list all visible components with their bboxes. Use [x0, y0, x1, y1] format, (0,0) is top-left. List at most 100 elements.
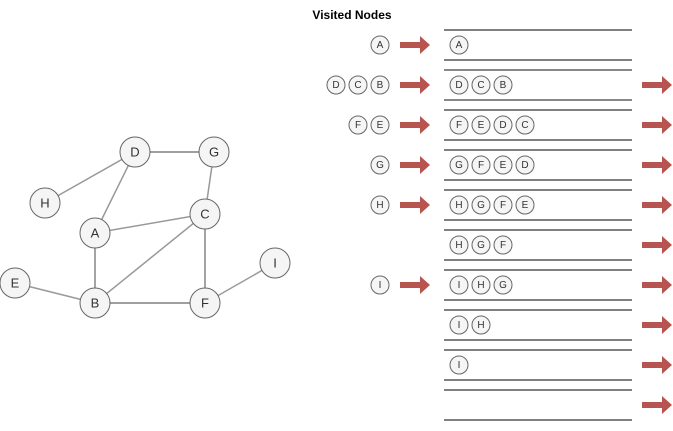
mini-node-label: E — [522, 200, 529, 211]
mini-node-label: H — [455, 240, 462, 251]
mini-node-circle — [471, 115, 491, 135]
mini-node-circle — [493, 155, 513, 175]
edge-A-C — [94, 213, 206, 234]
stack-node-E: E — [493, 155, 513, 175]
visit-arrow-icon — [400, 36, 430, 54]
mini-node-circle — [471, 195, 491, 215]
node-circle — [198, 136, 230, 168]
stack-node-C: C — [515, 115, 535, 135]
mini-node-label: A — [377, 40, 384, 51]
mini-node-label: F — [478, 160, 484, 171]
node-label: F — [201, 296, 209, 311]
graph-node-G: G — [198, 136, 230, 168]
output-arrow-icon — [642, 396, 672, 414]
node-label: E — [11, 276, 20, 291]
mini-node-circle — [370, 35, 390, 55]
graph-node-D: D — [119, 136, 151, 168]
stack-node-G: G — [493, 275, 513, 295]
mini-node-label: H — [477, 280, 484, 291]
mini-node-circle — [449, 355, 469, 375]
stack-node-I: I — [449, 355, 469, 375]
visited-node-B: B — [370, 75, 390, 95]
output-arrow-icon — [642, 156, 672, 174]
mini-node-label: H — [376, 200, 383, 211]
step-row-8: I — [444, 349, 672, 381]
mini-node-circle — [348, 75, 368, 95]
mini-node-label: B — [377, 80, 384, 91]
mini-node-circle — [515, 155, 535, 175]
visit-arrow-icon — [400, 196, 430, 214]
visited-node-G: G — [370, 155, 390, 175]
mini-node-label: C — [477, 80, 484, 91]
mini-node-circle — [370, 115, 390, 135]
mini-node-circle — [326, 75, 346, 95]
mini-node-circle — [449, 115, 469, 135]
mini-node-circle — [471, 75, 491, 95]
visited-node-E: E — [370, 115, 390, 135]
stack-node-H: H — [471, 315, 491, 335]
node-circle — [29, 187, 61, 219]
mini-node-circle — [348, 115, 368, 135]
node-circle — [79, 287, 111, 319]
stack-node-F: F — [471, 155, 491, 175]
mini-node-circle — [515, 195, 535, 215]
stack-node-D: D — [493, 115, 513, 135]
visited-node-D: D — [326, 75, 346, 95]
mini-node-circle — [449, 75, 469, 95]
stack-node-I: I — [449, 275, 469, 295]
node-circle — [79, 217, 111, 249]
stack-node-A: A — [449, 35, 469, 55]
mini-node-label: G — [499, 280, 507, 291]
mini-node-label: B — [500, 80, 507, 91]
graph-node-C: C — [189, 198, 221, 230]
stack-node-I: I — [449, 315, 469, 335]
mini-node-label: G — [376, 160, 384, 171]
mini-node-circle — [449, 195, 469, 215]
mini-node-label: D — [455, 80, 462, 91]
stack-node-H: H — [449, 195, 469, 215]
mini-node-circle — [493, 115, 513, 135]
edge-D-H — [44, 151, 136, 204]
graph-edges — [14, 151, 276, 304]
mini-node-label: H — [477, 320, 484, 331]
stack-node-D: D — [449, 75, 469, 95]
stack-node-B: B — [493, 75, 513, 95]
visit-arrow-icon — [400, 276, 430, 294]
mini-node-label: F — [456, 120, 462, 131]
mini-node-circle — [449, 275, 469, 295]
visit-arrow-icon — [400, 76, 430, 94]
mini-node-label: F — [355, 120, 361, 131]
visited-node-H: H — [370, 195, 390, 215]
mini-node-label: H — [455, 200, 462, 211]
mini-node-label: F — [500, 240, 506, 251]
mini-node-circle — [493, 235, 513, 255]
mini-node-circle — [370, 155, 390, 175]
mini-node-label: D — [521, 160, 528, 171]
mini-node-label: A — [456, 40, 463, 51]
mini-node-circle — [449, 155, 469, 175]
output-arrow-icon — [642, 316, 672, 334]
stack-node-C: C — [471, 75, 491, 95]
mini-node-label: I — [379, 280, 382, 291]
mini-node-circle — [493, 195, 513, 215]
mini-node-circle — [449, 35, 469, 55]
mini-node-circle — [471, 235, 491, 255]
mini-node-circle — [370, 195, 390, 215]
visited-node-C: C — [348, 75, 368, 95]
stack-node-H: H — [449, 235, 469, 255]
visited-node-F: F — [348, 115, 368, 135]
mini-node-circle — [471, 275, 491, 295]
graph-node-B: B — [79, 287, 111, 319]
output-arrow-icon — [642, 236, 672, 254]
mini-node-circle — [493, 275, 513, 295]
visited-node-I: I — [370, 275, 390, 295]
